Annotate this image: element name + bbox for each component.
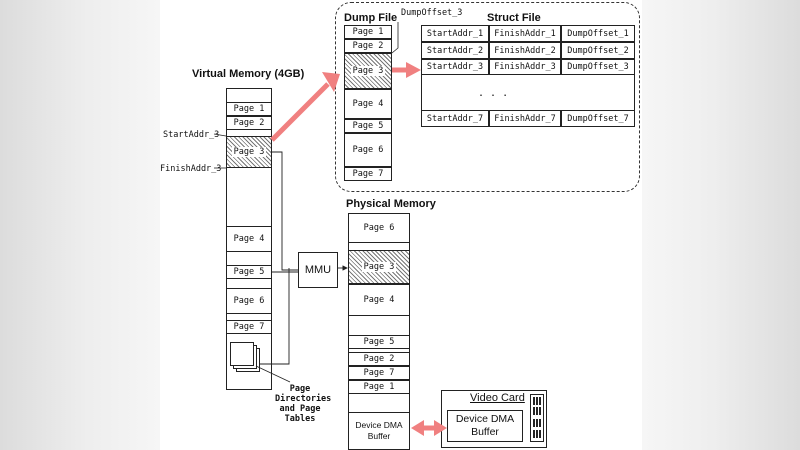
virtual-memory-title: Virtual Memory (4GB): [192, 68, 305, 80]
pm-dma-line-2: Buffer: [367, 431, 391, 441]
dump-offset-label: DumpOffset_3: [401, 8, 463, 18]
vm-page-2: Page 2: [226, 116, 272, 130]
pm-page-6: Page 6: [348, 213, 410, 243]
pm-page-1: Page 1: [348, 380, 410, 394]
vm-page-3-label: Page 3: [231, 147, 267, 157]
vm-page-4: Page 4: [226, 226, 272, 252]
pm-page-4: Page 4: [348, 284, 410, 316]
dump-file-title: Dump File: [344, 12, 398, 24]
struct-row-1-start: StartAddr_1: [421, 25, 489, 42]
struct-file-title: Struct File: [487, 12, 541, 24]
vm-page-1: Page 1: [226, 102, 272, 116]
vm-page-6: Page 6: [226, 288, 272, 314]
dump-page-2: Page 2: [344, 39, 392, 53]
mmu-box: MMU: [298, 252, 338, 288]
page-tables-icon: [230, 342, 254, 366]
dump-page-1: Page 1: [344, 25, 392, 39]
page-tables-label-line-2: Directories: [275, 394, 332, 404]
dump-page-4: Page 4: [344, 89, 392, 119]
struct-row-2-offset: DumpOffset_2: [561, 42, 635, 59]
dump-page-5: Page 5: [344, 119, 392, 133]
vm-page-3: Page 3: [226, 136, 272, 168]
struct-row-1-offset: DumpOffset_1: [561, 25, 635, 42]
pm-page-2: Page 2: [348, 352, 410, 366]
struct-row-2-start: StartAddr_2: [421, 42, 489, 59]
struct-row-7-start: StartAddr_7: [421, 110, 489, 127]
dump-struct-region: [335, 2, 640, 192]
pm-dma-line-1: Device DMA: [355, 420, 403, 430]
right-background: [642, 0, 800, 450]
struct-row-1-finish: FinishAddr_1: [489, 25, 561, 42]
vc-dma-line-1: Device DMA: [455, 413, 515, 425]
left-background: [0, 0, 160, 450]
dump-page-3-label: Page 3: [350, 66, 386, 76]
pm-page-7: Page 7: [348, 366, 410, 380]
page-tables-label: Page Directories and Page Tables: [275, 384, 332, 424]
vm-page-5: Page 5: [226, 265, 272, 279]
video-card-chip-icon: [530, 394, 544, 442]
page-tables-label-line-3: and Page: [279, 404, 321, 414]
dump-page-7: Page 7: [344, 167, 392, 181]
struct-row-3-finish: FinishAddr_3: [489, 59, 561, 75]
dump-page-6: Page 6: [344, 133, 392, 167]
video-card-dma-buffer: Device DMA Buffer: [447, 410, 523, 442]
finish-addr-label: FinishAddr_3: [160, 164, 222, 174]
pm-page-3-label: Page 3: [361, 262, 397, 272]
struct-row-7-finish: FinishAddr_7: [489, 110, 561, 127]
page-tables-label-line-4: Tables: [284, 414, 316, 424]
start-addr-label: StartAddr_3: [163, 130, 220, 140]
video-card-title: Video Card: [470, 392, 525, 404]
dump-page-3: Page 3: [344, 53, 392, 89]
pm-page-3: Page 3: [348, 250, 410, 284]
page-tables-label-line-1: Page: [289, 384, 311, 394]
pm-page-5: Page 5: [348, 335, 410, 349]
struct-ellipsis: . . .: [478, 88, 509, 99]
struct-row-3-start: StartAddr_3: [421, 59, 489, 75]
struct-row-3-offset: DumpOffset_3: [561, 59, 635, 75]
vc-dma-line-2: Buffer: [471, 426, 499, 438]
pm-device-dma-buffer: Device DMA Buffer: [348, 412, 410, 450]
struct-row-7-offset: DumpOffset_7: [561, 110, 635, 127]
vm-page-7: Page 7: [226, 320, 272, 334]
physical-memory-title: Physical Memory: [346, 198, 436, 210]
struct-row-2-finish: FinishAddr_2: [489, 42, 561, 59]
